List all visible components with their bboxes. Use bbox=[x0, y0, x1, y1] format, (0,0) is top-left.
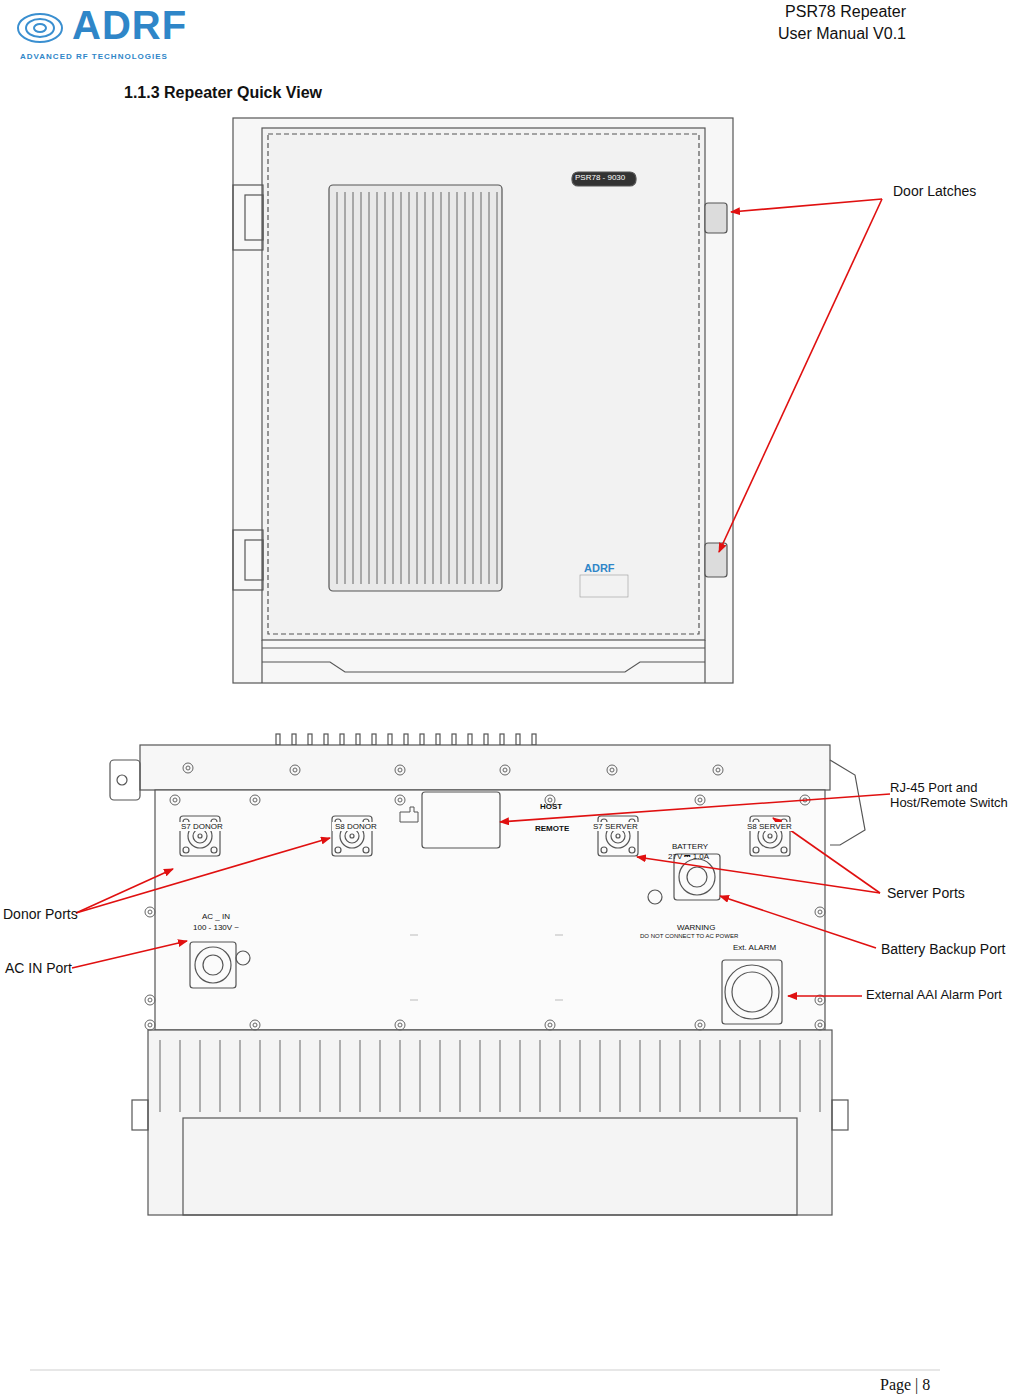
callout-label: External AAI Alarm Port bbox=[866, 988, 1002, 1003]
callout-label: Server Ports bbox=[887, 885, 965, 901]
port-name: AC _ IN bbox=[202, 912, 230, 921]
port-name: S8 DONOR bbox=[332, 822, 380, 831]
callout-label: RJ-45 Port and Host/Remote Switch bbox=[890, 781, 1017, 811]
section-heading: 1.1.3 Repeater Quick View bbox=[124, 84, 322, 102]
nameplate-text: PSR78 - 9030 bbox=[575, 173, 625, 182]
warning-text: WARNING bbox=[677, 923, 715, 932]
logo-text: ADRF bbox=[72, 2, 187, 48]
switch-name: HOST bbox=[540, 802, 562, 811]
header-text: PSR78 Repeater bbox=[785, 3, 906, 21]
callout-label: Door Latches bbox=[893, 183, 976, 199]
door-logo: ADRF bbox=[584, 562, 615, 575]
callout-label: Battery Backup Port bbox=[881, 941, 1006, 957]
port-name: S8 SERVER bbox=[744, 822, 795, 831]
port-rating: 100 - 130V ~ bbox=[193, 923, 239, 932]
switch-name: REMOTE bbox=[535, 824, 569, 833]
callout-label: AC IN Port bbox=[5, 960, 72, 976]
warning-text: DO NOT CONNECT TO AC POWER bbox=[640, 933, 738, 940]
logo-tagline: ADVANCED RF TECHNOLOGIES bbox=[20, 52, 168, 61]
callout-label: Donor Ports bbox=[3, 906, 78, 922]
port-name: Ext. ALARM bbox=[733, 943, 776, 952]
header-text: User Manual V0.1 bbox=[778, 25, 906, 43]
page-number: Page | 8 bbox=[880, 1376, 930, 1394]
port-rating: 27V ⎓ 1.0A bbox=[668, 852, 709, 861]
port-name: BATTERY bbox=[672, 842, 708, 851]
port-name: S7 DONOR bbox=[178, 822, 226, 831]
port-name: S7 SERVER bbox=[590, 822, 641, 831]
